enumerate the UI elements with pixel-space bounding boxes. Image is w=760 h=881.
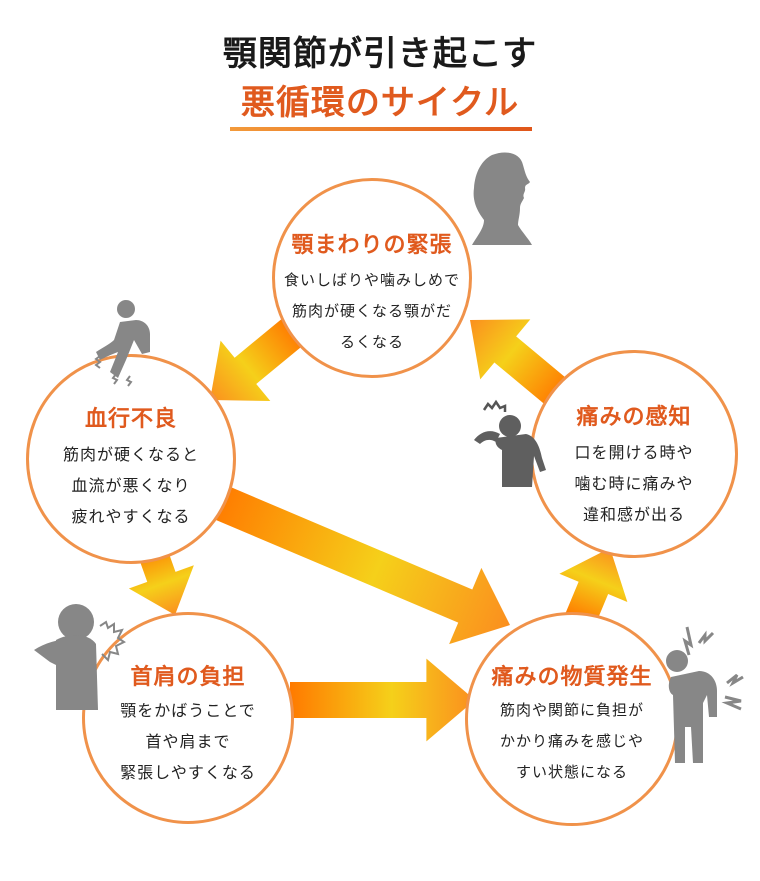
title-line-2: 悪循環のサイクル bbox=[240, 83, 520, 123]
seated-tired-person-icon bbox=[94, 300, 150, 387]
title-line-1: 顎関節が引き起こす bbox=[222, 34, 538, 74]
node-body: 口を開ける時や 噛む時に痛みや 違和感が出る bbox=[533, 437, 735, 530]
cycle-arrow-poor-circulation-to-pain-substance bbox=[207, 483, 510, 645]
node-line: 緊張しやすくなる bbox=[120, 763, 256, 782]
node-line: 首や肩まで bbox=[145, 732, 231, 751]
node-line: 筋肉が硬くなると bbox=[62, 445, 199, 464]
node-poor-circulation: 血行不良 筋肉が硬くなると 血流が悪くなり 疲れやすくなる bbox=[26, 354, 236, 564]
node-line: 食いしばりや噛みしめで bbox=[283, 271, 460, 289]
node-line: 血流が悪くなり bbox=[71, 476, 191, 495]
node-line: 顎をかばうことで bbox=[120, 701, 256, 720]
node-title: 痛みの物質発生 bbox=[491, 665, 653, 690]
cycle-arrow-neck-shoulder-to-pain-substance bbox=[290, 658, 475, 742]
node-body: 食いしばりや噛みしめで 筋肉が硬くなる顎がだ るくなる bbox=[275, 265, 469, 358]
node-body: 筋肉や関節に負担が かかり痛みを感じや すい状態になる bbox=[468, 695, 676, 788]
node-pain-substance: 痛みの物質発生 筋肉や関節に負担が かかり痛みを感じや すい状態になる bbox=[465, 612, 679, 826]
profile-head-icon bbox=[472, 152, 532, 245]
node-line: すい状態になる bbox=[515, 763, 628, 781]
back-pain-person-icon bbox=[666, 626, 744, 763]
node-title: 血行不良 bbox=[84, 407, 177, 432]
cycle-arrow-pain-perception-to-jaw-tension bbox=[469, 319, 571, 409]
node-line: かかり痛みを感じや bbox=[499, 732, 644, 750]
node-line: 口を開ける時や bbox=[574, 443, 694, 462]
node-pain-perception: 痛みの感知 口を開ける時や 噛む時に痛みや 違和感が出る bbox=[530, 350, 738, 558]
node-jaw-tension: 顎まわりの緊張 食いしばりや噛みしめで 筋肉が硬くなる顎がだ るくなる bbox=[272, 178, 472, 378]
node-line: るくなる bbox=[339, 333, 404, 351]
node-line: 疲れやすくなる bbox=[71, 507, 191, 526]
node-body: 筋肉が硬くなると 血流が悪くなり 疲れやすくなる bbox=[29, 439, 233, 532]
shoulder-pain-person-icon bbox=[34, 604, 126, 710]
node-title: 首肩の負担 bbox=[130, 665, 246, 690]
node-line: 違和感が出る bbox=[582, 505, 685, 524]
title-underline bbox=[230, 127, 532, 131]
node-line: 筋肉や関節に負担が bbox=[499, 701, 644, 719]
node-title: 顎まわりの緊張 bbox=[291, 233, 453, 258]
node-line: 筋肉が硬くなる顎がだ bbox=[291, 302, 452, 320]
node-body: 顎をかばうことで 首や肩まで 緊張しやすくなる bbox=[85, 695, 291, 788]
node-line: 噛む時に痛みや bbox=[574, 474, 694, 493]
headache-person-icon bbox=[474, 399, 546, 487]
cycle-arrow-jaw-tension-to-poor-circulation bbox=[209, 316, 306, 402]
cycle-arrow-pain-substance-to-pain-perception bbox=[559, 548, 628, 627]
node-title: 痛みの感知 bbox=[576, 405, 692, 430]
